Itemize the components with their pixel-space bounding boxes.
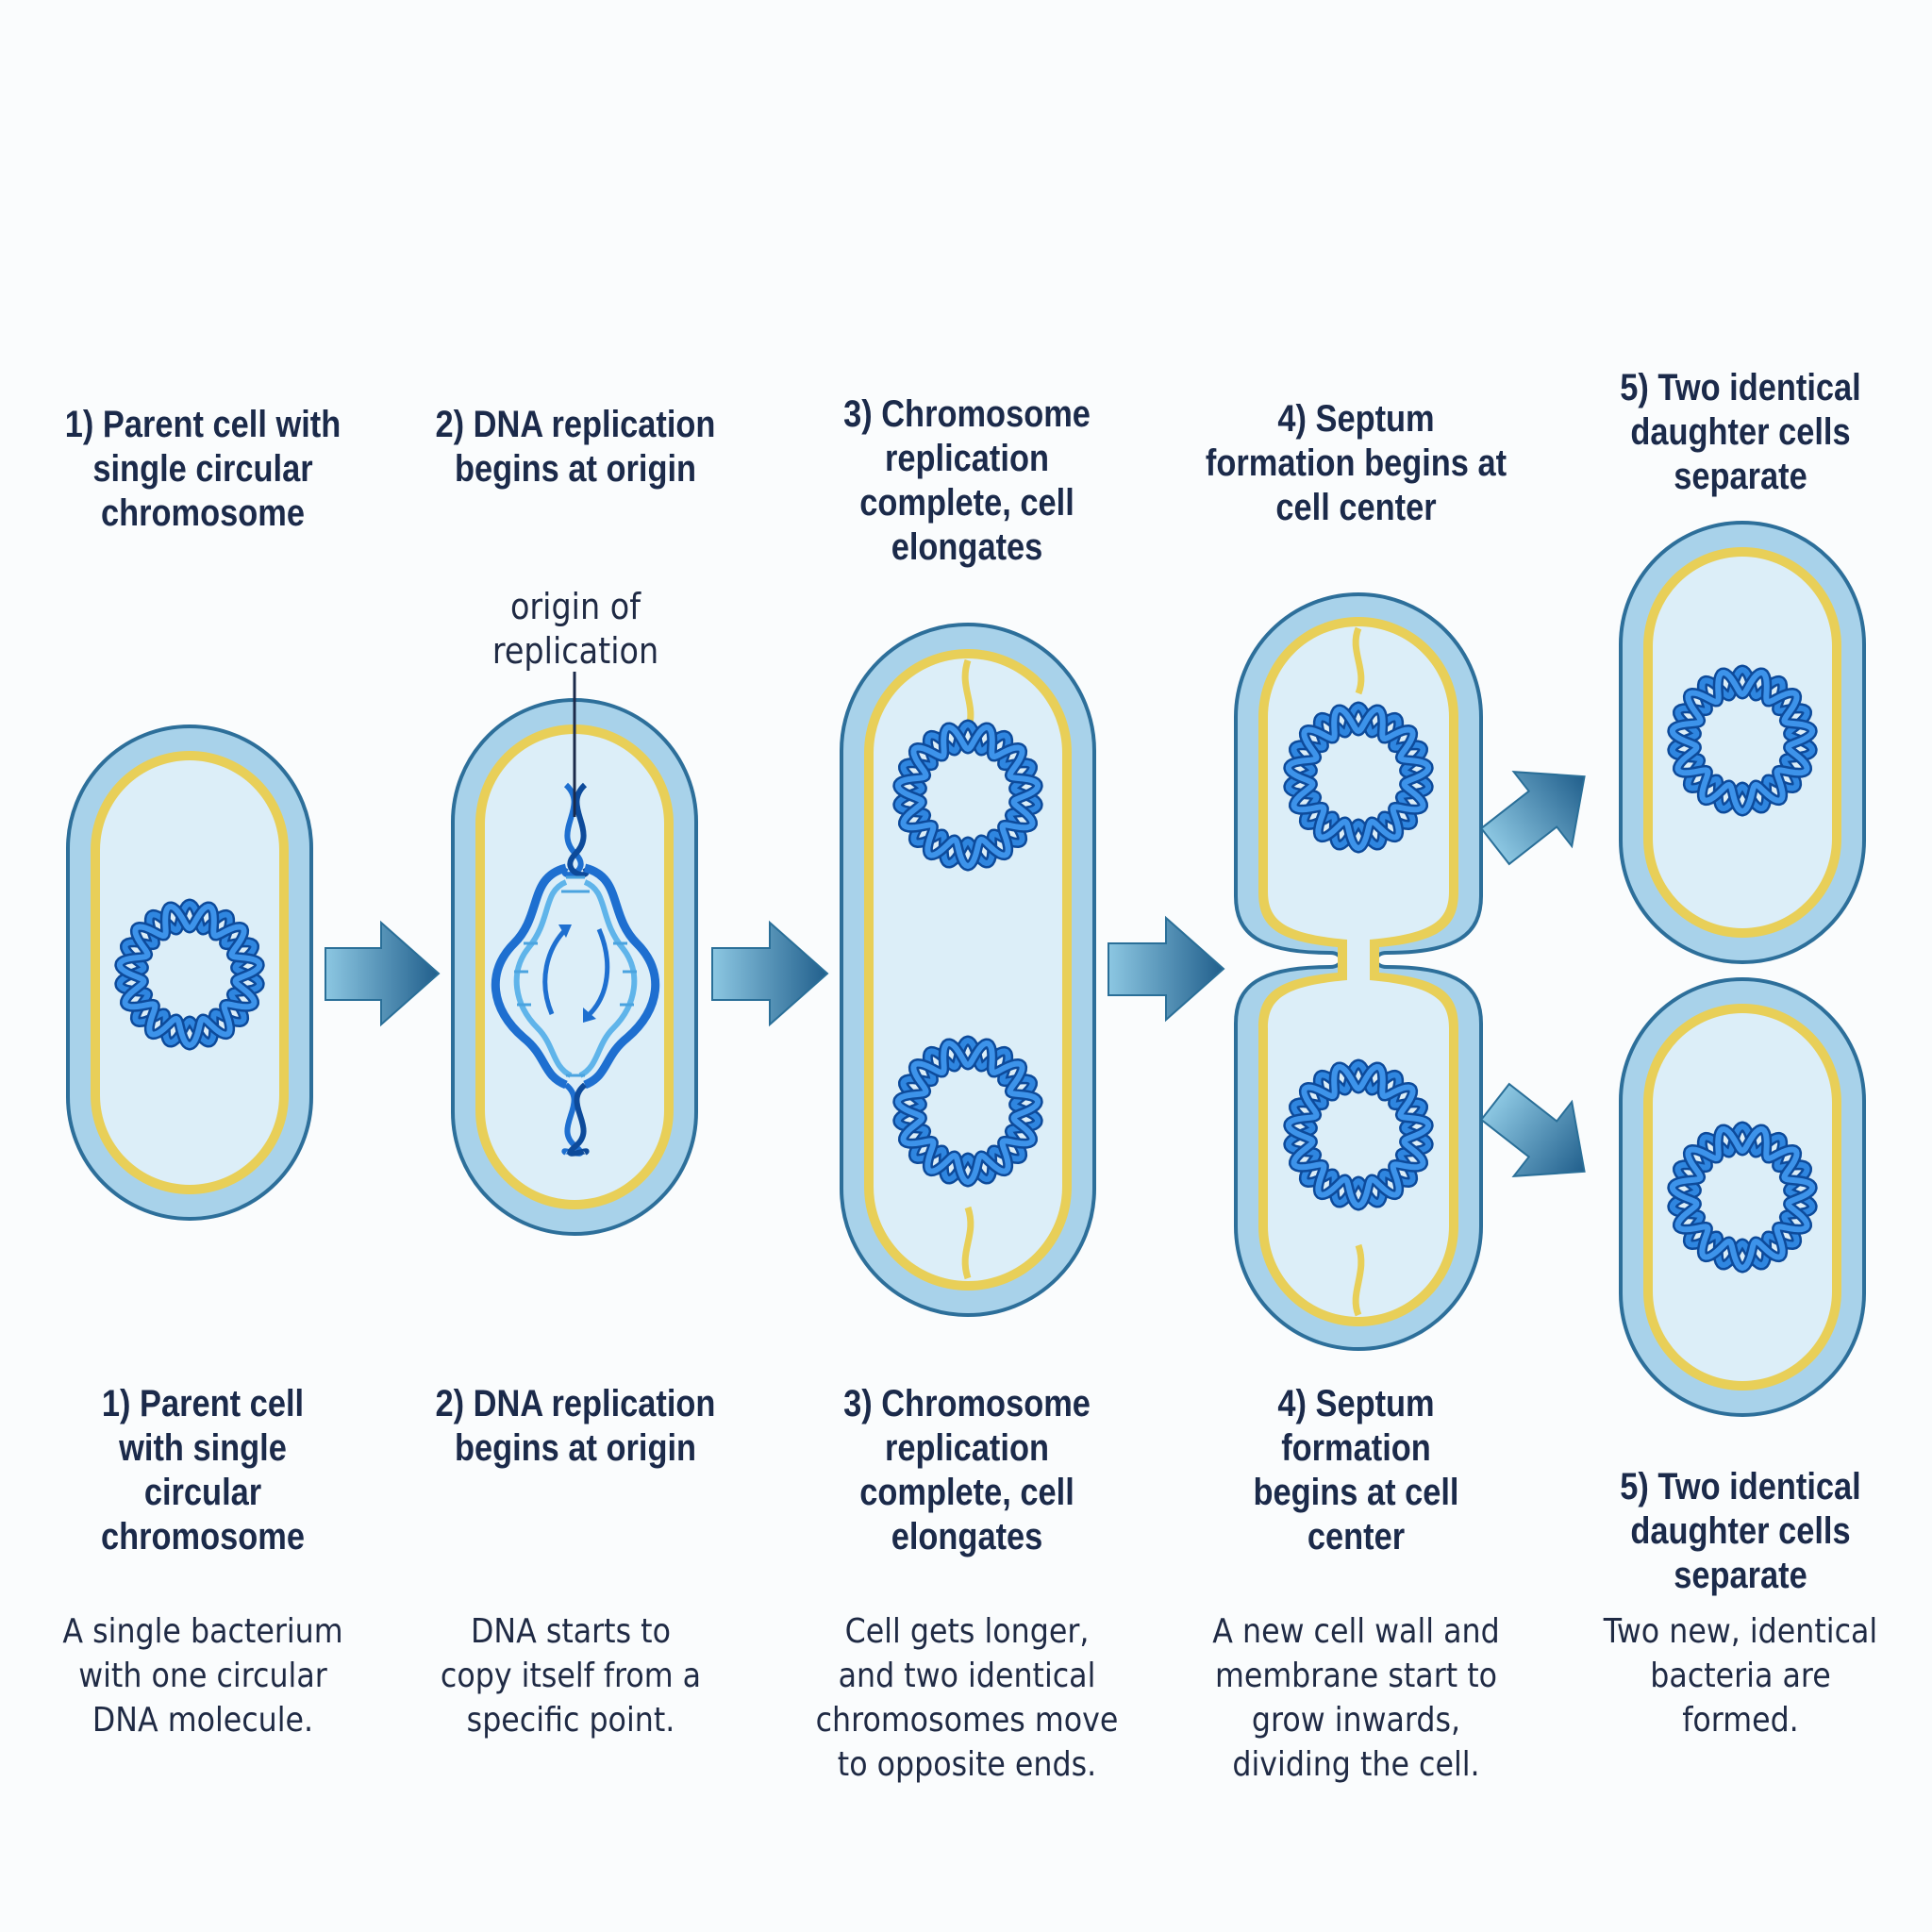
chromosome-icon <box>1667 1121 1818 1274</box>
dna-strand <box>894 724 1041 869</box>
cell-5a-daughter <box>1619 521 1866 964</box>
chromosome-icon <box>892 719 1043 872</box>
step-2-title-top: 2) DNA replication begins at origin <box>435 404 716 490</box>
arrow-1-icon <box>325 920 441 1027</box>
step-5-title-top: 5) Two identical daughter cells separate <box>1620 367 1861 497</box>
step-4-description: A new cell wall and membrane start to gr… <box>1212 1612 1500 1784</box>
step-2-title-bottom: 2) DNA replication begins at origin <box>435 1383 716 1469</box>
cell-2-replicating <box>451 672 698 1236</box>
step-1-title-top: 1) Parent cell with single circular chro… <box>64 404 341 534</box>
arrow-2-icon <box>711 920 829 1027</box>
chromosome-icon <box>114 898 265 1051</box>
dna-strand <box>1285 1064 1432 1208</box>
cell-1-parent <box>66 724 313 1221</box>
dna-strand <box>116 904 263 1048</box>
cell-1-cytoplasm <box>100 760 279 1185</box>
chromosome-icon <box>1667 664 1818 817</box>
chromosome-icon <box>1283 1058 1434 1211</box>
step-1-description: A single bacterium with one circular DNA… <box>62 1612 343 1740</box>
chromosome-icon <box>1283 701 1434 854</box>
replication-bubble-icon <box>491 782 660 1157</box>
arrow-4b-icon <box>1479 1082 1586 1177</box>
step-4-title-bottom: 4) Septum formation begins at cell cente… <box>1253 1383 1459 1557</box>
dna-strand <box>1669 670 1816 814</box>
cell-3-elongated <box>840 623 1096 1317</box>
step-4-title-top: 4) Septum formation begins at cell cente… <box>1205 398 1507 528</box>
step-3-title-top: 3) Chromosome replication complete, cell… <box>843 393 1091 568</box>
arrow-3-icon <box>1108 915 1225 1023</box>
step-3-title-bottom: 3) Chromosome replication complete, cell… <box>843 1383 1091 1557</box>
dna-strand <box>1285 707 1432 851</box>
arrow-4a-icon <box>1479 771 1586 866</box>
dna-strand <box>1669 1126 1816 1271</box>
cell-2-cytoplasm <box>485 734 664 1200</box>
dna-strand <box>894 1041 1041 1185</box>
origin-of-replication-label: origin of replication <box>491 586 659 672</box>
step-1-title-bottom: 1) Parent cell with single circular chro… <box>100 1383 305 1557</box>
cell-5b-daughter <box>1619 977 1866 1417</box>
cell-4-septum <box>1234 591 1483 1352</box>
step-5-description: Two new, identical bacteria are formed. <box>1603 1612 1878 1740</box>
cell-5b-cytoplasm <box>1653 1013 1832 1381</box>
chromosome-icon <box>892 1035 1043 1188</box>
cell-5a-cytoplasm <box>1653 557 1832 928</box>
step-3-description: Cell gets longer, and two identical chro… <box>815 1612 1119 1784</box>
step-2-description: DNA starts to copy itself from a specifi… <box>440 1612 702 1740</box>
step-5-title-bottom: 5) Two identical daughter cells separate <box>1620 1466 1861 1596</box>
